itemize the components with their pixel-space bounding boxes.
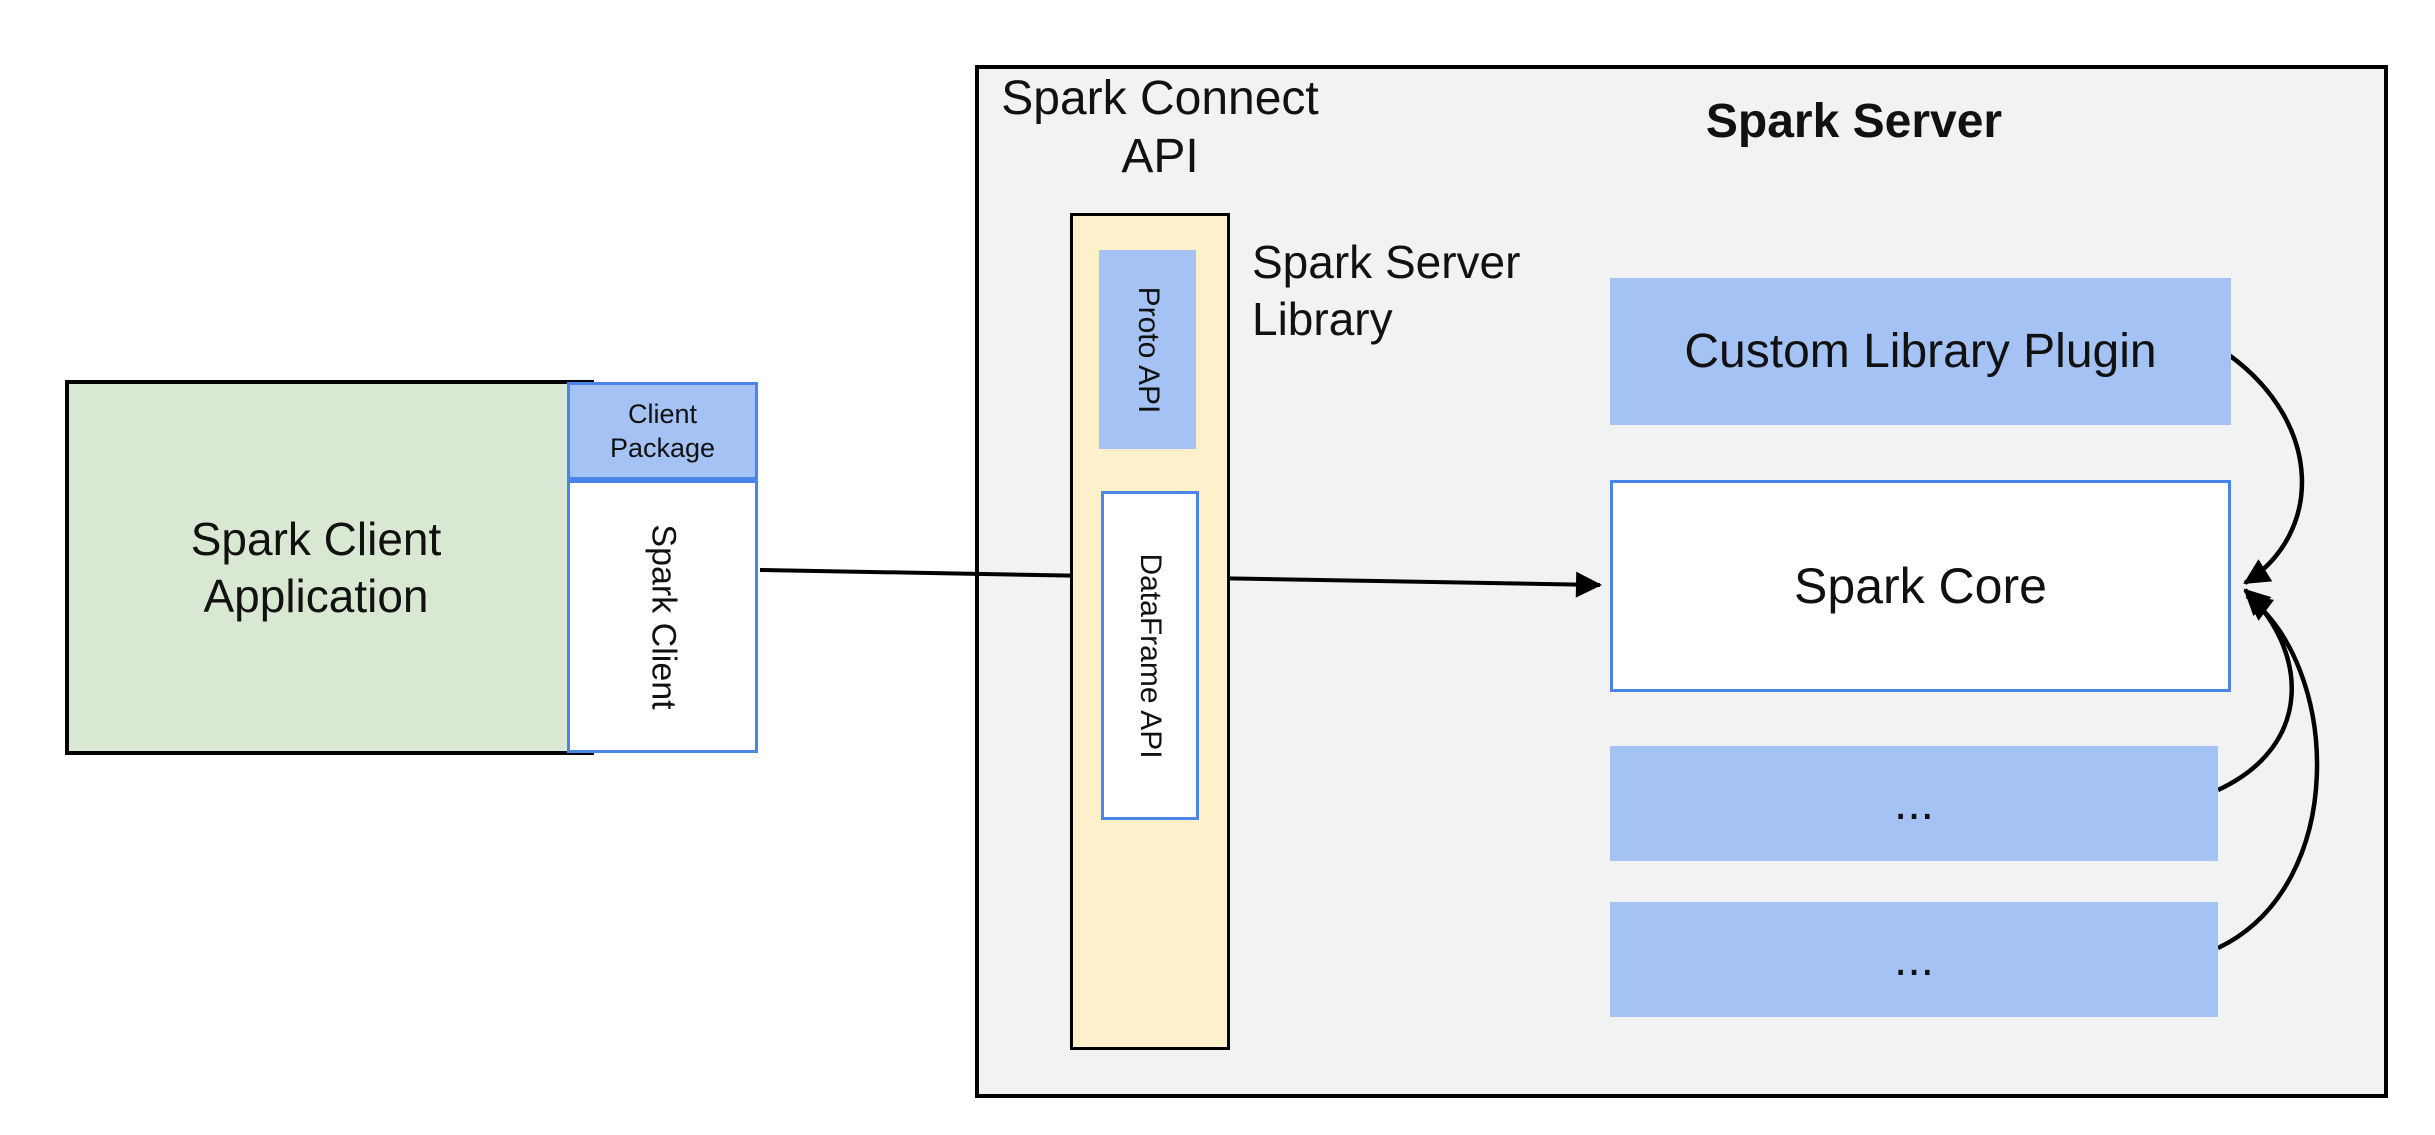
spark-connect-api-title-line2: API (1121, 130, 1199, 183)
spark-client-application-line2: Application (203, 569, 429, 622)
ellipsis-box-2: ... (1610, 902, 2218, 1017)
dataframe-api-box: DataFrame API (1101, 491, 1199, 820)
proto-api-box: Proto API (1099, 250, 1196, 449)
spark-client-application-box (65, 380, 594, 755)
custom-library-plugin-box: Custom Library Plugin (1610, 278, 2231, 425)
spark-core-box: Spark Core (1610, 480, 2231, 692)
ellipsis-box-2-label: ... (1893, 933, 1934, 986)
spark-server-library-label-line1: Spark Server (1252, 236, 1521, 288)
ellipsis-box-1: ... (1610, 746, 2218, 861)
client-package-line2: Package (609, 433, 716, 463)
spark-server-title: Spark Server (1705, 95, 2003, 148)
spark-server-library-label-line2: Library (1252, 293, 1393, 345)
custom-library-plugin-label: Custom Library Plugin (1684, 325, 2157, 378)
spark-client-application-line1: Spark Client (190, 512, 442, 565)
spark-server-library-label: Spark Server Library (1252, 234, 1682, 348)
spark-core-label: Spark Core (1794, 558, 2047, 614)
ellipsis-box-1-label: ... (1893, 777, 1934, 830)
client-package-box: Client Package (567, 382, 758, 480)
spark-client-label: Spark Client (644, 523, 682, 710)
spark-client-box: Spark Client (567, 480, 758, 753)
spark-connect-api-title: Spark Connect API (910, 70, 1410, 186)
proto-api-label: Proto API (1131, 286, 1165, 413)
dataframe-api-label: DataFrame API (1134, 552, 1167, 759)
spark-client-application-label: Spark Client Application (65, 380, 567, 755)
spark-connect-api-title-line1: Spark Connect (1001, 72, 1319, 125)
client-package-line1: Client (627, 399, 697, 429)
